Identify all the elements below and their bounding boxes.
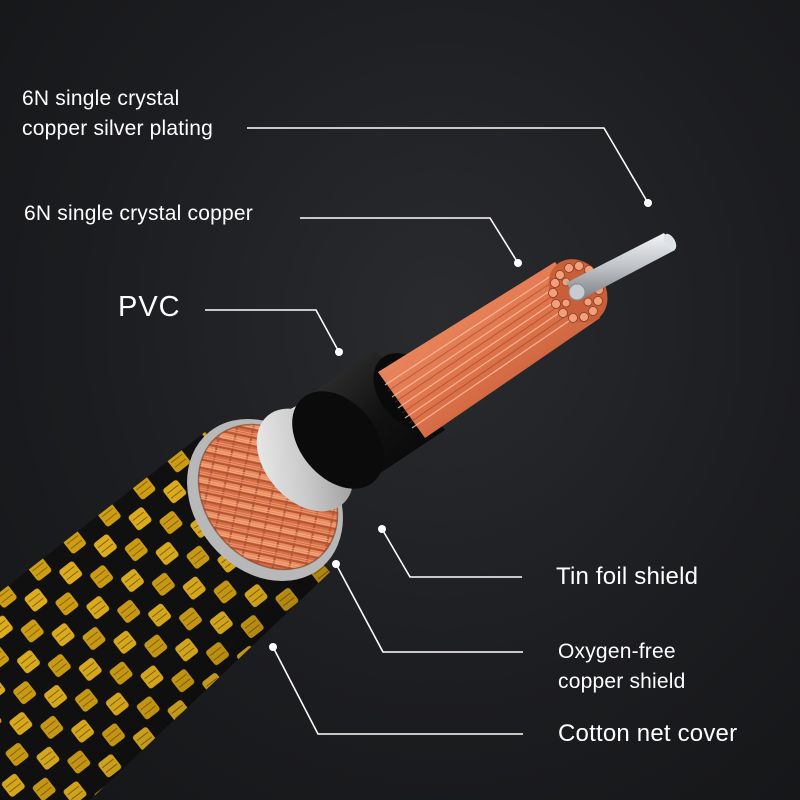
dot-plating	[644, 199, 652, 207]
leader-dots	[269, 199, 652, 651]
leader-pvc	[205, 309, 340, 353]
label-oxygen-free-copper-shield: Oxygen-free copper shield	[558, 637, 686, 697]
dot-oxygen	[332, 560, 340, 568]
leader-tin	[381, 528, 522, 578]
dot-pvc	[335, 348, 343, 356]
label-oxygen-line2: copper shield	[558, 670, 686, 693]
silver-plated-core	[566, 233, 677, 301]
label-oxygen-line1: Oxygen-free	[558, 640, 676, 663]
label-pvc: PVC	[118, 291, 181, 323]
label-silver-plating: 6N single crystal copper silver plating	[22, 84, 213, 144]
leader-lines	[205, 127, 649, 735]
leader-plating	[247, 127, 649, 204]
label-single-crystal-copper: 6N single crystal copper	[24, 202, 253, 225]
label-silver-plating-line1: 6N single crystal	[22, 87, 180, 110]
label-cotton-net-cover: Cotton net cover	[558, 720, 738, 747]
label-tin-foil-shield: Tin foil shield	[556, 563, 699, 590]
leader-copper	[300, 217, 519, 264]
leader-oxygen	[335, 563, 523, 653]
dot-copper	[514, 259, 522, 267]
leader-cotton	[272, 646, 523, 735]
label-silver-plating-line2: copper silver plating	[22, 117, 213, 140]
dot-tin	[378, 525, 386, 533]
dot-cotton	[269, 643, 277, 651]
